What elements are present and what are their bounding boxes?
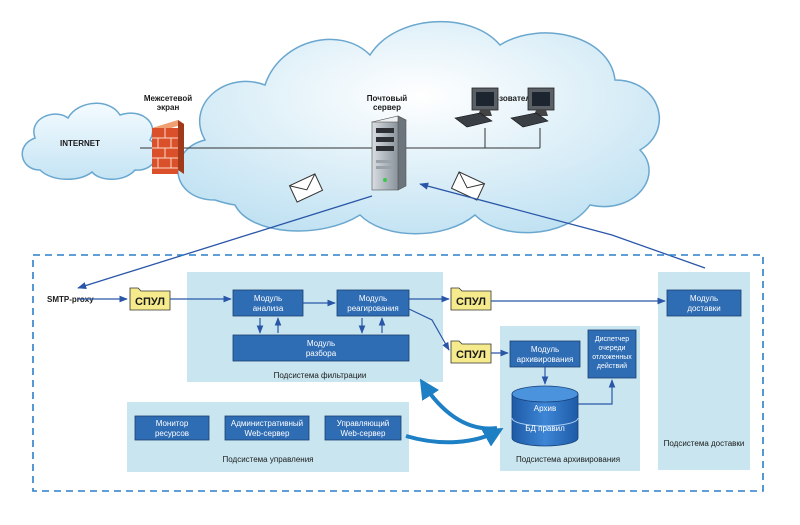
dispatcher-label-3: отложенных (592, 354, 632, 361)
dispatcher-label-4: действий (597, 362, 627, 370)
arrow-server-to-proxy (77, 195, 373, 290)
arrow-db-to-dispatcher (578, 379, 616, 405)
control-web-module: Управляющий Web-сервер (324, 415, 402, 441)
delivery-module-label-2: доставки (687, 304, 720, 313)
admin-web-module: Административный Web-сервер (224, 415, 310, 441)
system-boundary (32, 254, 764, 492)
spool-3: СПУЛ (450, 340, 492, 364)
filtering-subsystem (187, 272, 443, 382)
parsing-module-label-2: разбора (306, 349, 337, 358)
dispatcher-label-1: Диспетчер (595, 336, 629, 343)
arrow-reaction-to-spool3 (408, 308, 450, 351)
reaction-module-label-1: Модуль (359, 294, 387, 303)
filtering-subsystem-label: Подсистема фильтрации (274, 371, 367, 380)
monitor-label-1: Монитор (156, 419, 189, 428)
spool-3-label: СПУЛ (456, 349, 486, 361)
arrow-archiving-to-filtering (419, 378, 498, 431)
mail-server-label-2: сервер (373, 103, 401, 112)
user-computer-icon (510, 87, 555, 128)
archiving-module-label-2: архивирования (517, 355, 574, 364)
parsing-module: Модуль разбора (232, 334, 410, 362)
archiving-subsystem-label: Подсистема архивирования (516, 455, 620, 464)
archiving-module-label-1: Модуль (531, 345, 559, 354)
analysis-module: Модуль анализа (232, 289, 304, 317)
db-label-2: БД правил (525, 424, 565, 433)
firewall-label-2: экран (157, 103, 180, 112)
users-label: Пользователи (479, 94, 536, 103)
delivery-module: Модуль доставки (666, 289, 742, 317)
parsing-module-label-1: Модуль (307, 339, 335, 348)
smtp-proxy-label: SMTP-proxy (47, 295, 94, 304)
management-subsystem-label: Подсистема управления (223, 455, 314, 464)
spool-1: СПУЛ (129, 287, 171, 311)
control-web-label-1: Управляющий (337, 419, 390, 428)
monitor-label-2: ресурсов (155, 429, 189, 438)
monitor-module: Монитор ресурсов (134, 415, 210, 441)
spool-2: СПУЛ (450, 287, 492, 311)
arrow-management-to-archiving (405, 428, 504, 447)
reaction-module-label-2: реагирования (347, 304, 398, 313)
admin-web-label-1: Административный (231, 419, 303, 428)
arrow-delivery-to-server (419, 182, 706, 269)
analysis-module-label-2: анализа (253, 304, 284, 313)
mail-server-icon (371, 115, 407, 191)
dispatcher-label-2: очереди (599, 345, 626, 352)
spool-1-label: СПУЛ (135, 296, 165, 308)
admin-web-label-2: Web-сервер (245, 429, 290, 438)
internet-label: INTERNET (60, 139, 100, 148)
db-label-1: Архив (534, 404, 556, 413)
mail-server-label-1: Почтовый (367, 94, 408, 103)
archiving-module: Модуль архивирования (509, 340, 581, 368)
firewall-label-1: Межсетевой (144, 94, 192, 103)
control-web-label-2: Web-сервер (341, 429, 386, 438)
reaction-module: Модуль реагирования (336, 289, 410, 317)
envelope-icon (450, 171, 486, 201)
analysis-module-label-1: Модуль (254, 294, 282, 303)
spool-2-label: СПУЛ (456, 296, 486, 308)
main-cloud (177, 20, 660, 235)
envelope-icon (288, 173, 324, 203)
delivery-subsystem-label: Подсистема доставки (664, 439, 745, 448)
database-icon: Архив БД правил (511, 385, 579, 447)
internet-cloud: INTERNET (21, 102, 158, 180)
user-computer-icon (454, 87, 499, 128)
dispatcher-module: Диспетчер очереди отложенных действий (587, 329, 637, 379)
delivery-module-label-1: Модуль (690, 294, 718, 303)
firewall-icon (152, 120, 184, 174)
